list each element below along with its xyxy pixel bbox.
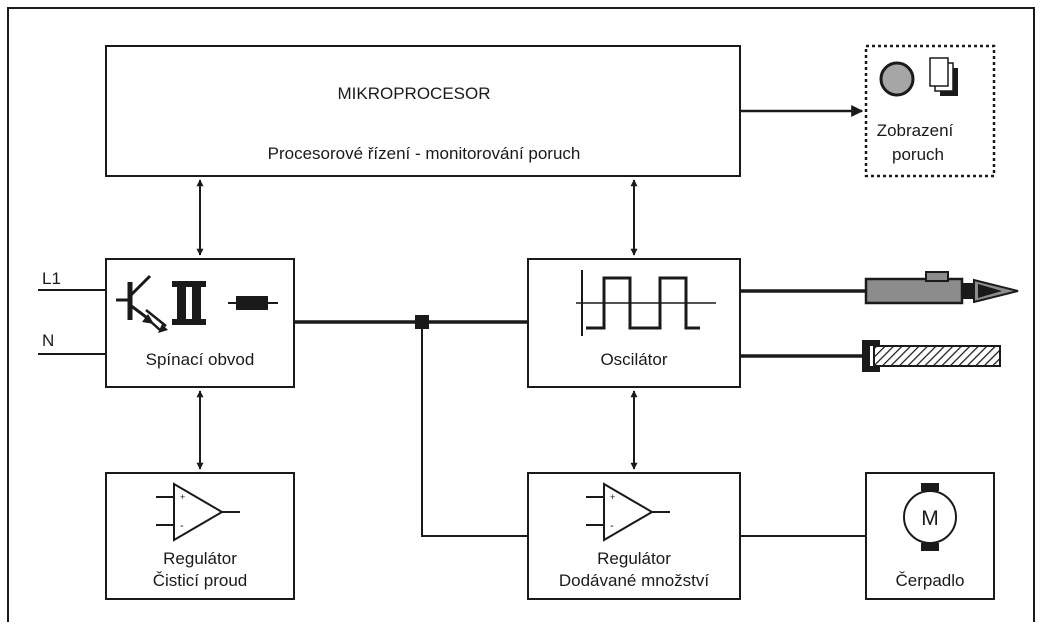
motor-icon: M [903,483,957,551]
fault-display-label-1: Zobrazení [877,121,954,140]
input-l1-label: L1 [42,269,61,288]
opamp-minus-sign: - [610,520,614,532]
transformer-icon [172,281,206,325]
opamp-minus-sign: - [180,520,184,532]
lamp-icon [879,61,915,97]
square-wave-icon [576,270,716,336]
resistor-icon [228,296,278,310]
input-n-label: N [42,331,54,350]
delivery-regulator-label-1: Regulátor [597,549,671,568]
opamp-plus-sign: + [180,492,185,502]
delivery-regulator-label-2: Dodávané množství [559,571,710,590]
opamp-icon: + - [586,482,670,542]
electrode-icon [862,340,1001,372]
microprocessor-subtitle: Procesorové řízení - monitorování poruch [268,144,581,163]
outer-frame [7,7,1035,622]
microprocessor-block: MIKROPROCESOR Procesorové řízení - monit… [105,45,741,177]
fault-display-block: Zobrazení poruch [864,44,996,178]
pump-label: Čerpadlo [896,571,965,590]
cleaning-regulator-label-1: Regulátor [163,549,237,568]
switching-circuit-block: Spínací obvod [105,258,295,388]
handpiece-icon [864,271,1019,305]
fault-display-label-2: poruch [892,145,944,164]
delivery-regulator-block: + - Regulátor Dodávané množství [527,472,741,600]
opamp-icon: + - [156,482,240,542]
wire-junction-to-delivery-regulator [421,322,528,537]
cleaning-regulator-label-2: Čisticí proud [153,571,247,590]
oscillator-block: Oscilátor [527,258,741,388]
motor-symbol: M [921,507,939,530]
pump-block: M Čerpadlo [865,472,995,600]
switching-circuit-label: Spínací obvod [146,350,255,369]
document-icon [929,57,958,96]
oscillator-label: Oscilátor [600,350,667,369]
microprocessor-title: MIKROPROCESOR [337,84,490,103]
opamp-plus-sign: + [610,492,615,502]
cleaning-regulator-block: + - Regulátor Čisticí proud [105,472,295,600]
transistor-icon [116,274,168,333]
